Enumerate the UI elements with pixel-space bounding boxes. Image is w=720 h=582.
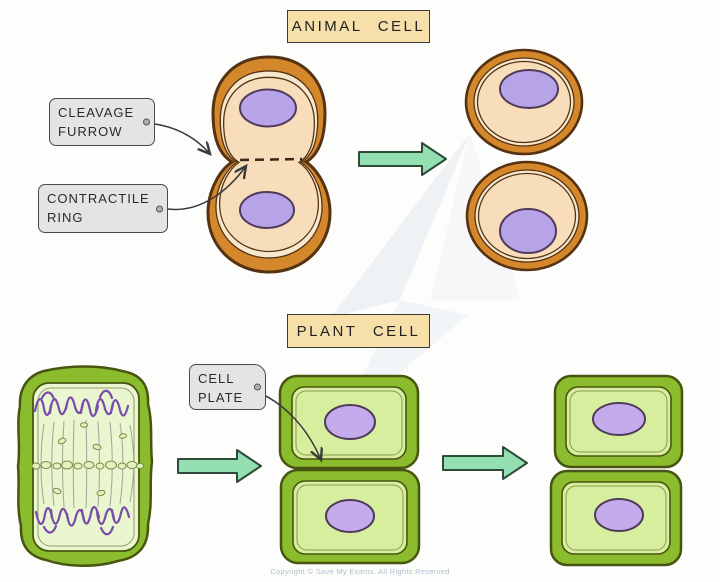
animal-cell-title: ANIMAL CELL xyxy=(287,10,430,43)
contractile-ring-label: CONTRACTILE RING xyxy=(38,184,168,233)
cytokinesis-arrow-plant-2 xyxy=(442,446,528,480)
cytokinesis-arrow-plant-1 xyxy=(177,449,262,483)
contractile-ring-pointer xyxy=(167,166,246,211)
label-anchor-dot xyxy=(156,205,163,212)
cytokinesis-arrow-animal xyxy=(358,142,447,176)
cleavage-furrow-label-line2: FURROW xyxy=(58,123,123,139)
copyright-text: Copyright © Save My Exams. All Rights Re… xyxy=(270,567,450,576)
plant-cell-title: PLANT CELL xyxy=(287,314,430,348)
plant-cell-telophase xyxy=(16,365,154,568)
nucleus xyxy=(499,69,559,109)
contractile-ring-label-line2: RING xyxy=(47,209,84,225)
cleavage-furrow-label: CLEAVAGE FURROW xyxy=(49,98,155,146)
contractile-ring-label-line1: CONTRACTILE xyxy=(47,191,150,206)
nucleus xyxy=(239,191,295,229)
nucleus xyxy=(499,208,557,254)
nucleus xyxy=(239,88,297,128)
contractile-ring-dashed-line xyxy=(239,157,303,162)
nucleus xyxy=(325,499,375,533)
animal-daughter-cell-top xyxy=(464,48,584,156)
label-anchor-dot xyxy=(254,383,261,391)
nucleus xyxy=(594,498,644,532)
animal-daughter-cell-bottom xyxy=(465,160,589,272)
chromosomes-top xyxy=(33,389,130,417)
cleavage-furrow-label-line1: CLEAVAGE xyxy=(58,105,135,120)
plant-daughter-cell-bottom xyxy=(549,469,683,567)
label-anchor-dot xyxy=(143,118,150,126)
cell-plate-label-line1: CELL xyxy=(198,371,235,386)
cell-plate-label: CELL PLATE xyxy=(189,364,266,410)
plant-daughter-cell-top xyxy=(553,374,684,469)
nucleus xyxy=(592,402,646,436)
cell-plate-label-line2: PLATE xyxy=(198,389,244,405)
cell-plate-vesicles xyxy=(31,422,144,497)
plant-cell-dividing xyxy=(278,374,421,565)
cleavage-furrow-pointer xyxy=(154,123,210,154)
chromosomes-bottom xyxy=(34,506,131,536)
nucleus xyxy=(324,404,376,440)
animal-cell-dividing xyxy=(206,55,332,274)
